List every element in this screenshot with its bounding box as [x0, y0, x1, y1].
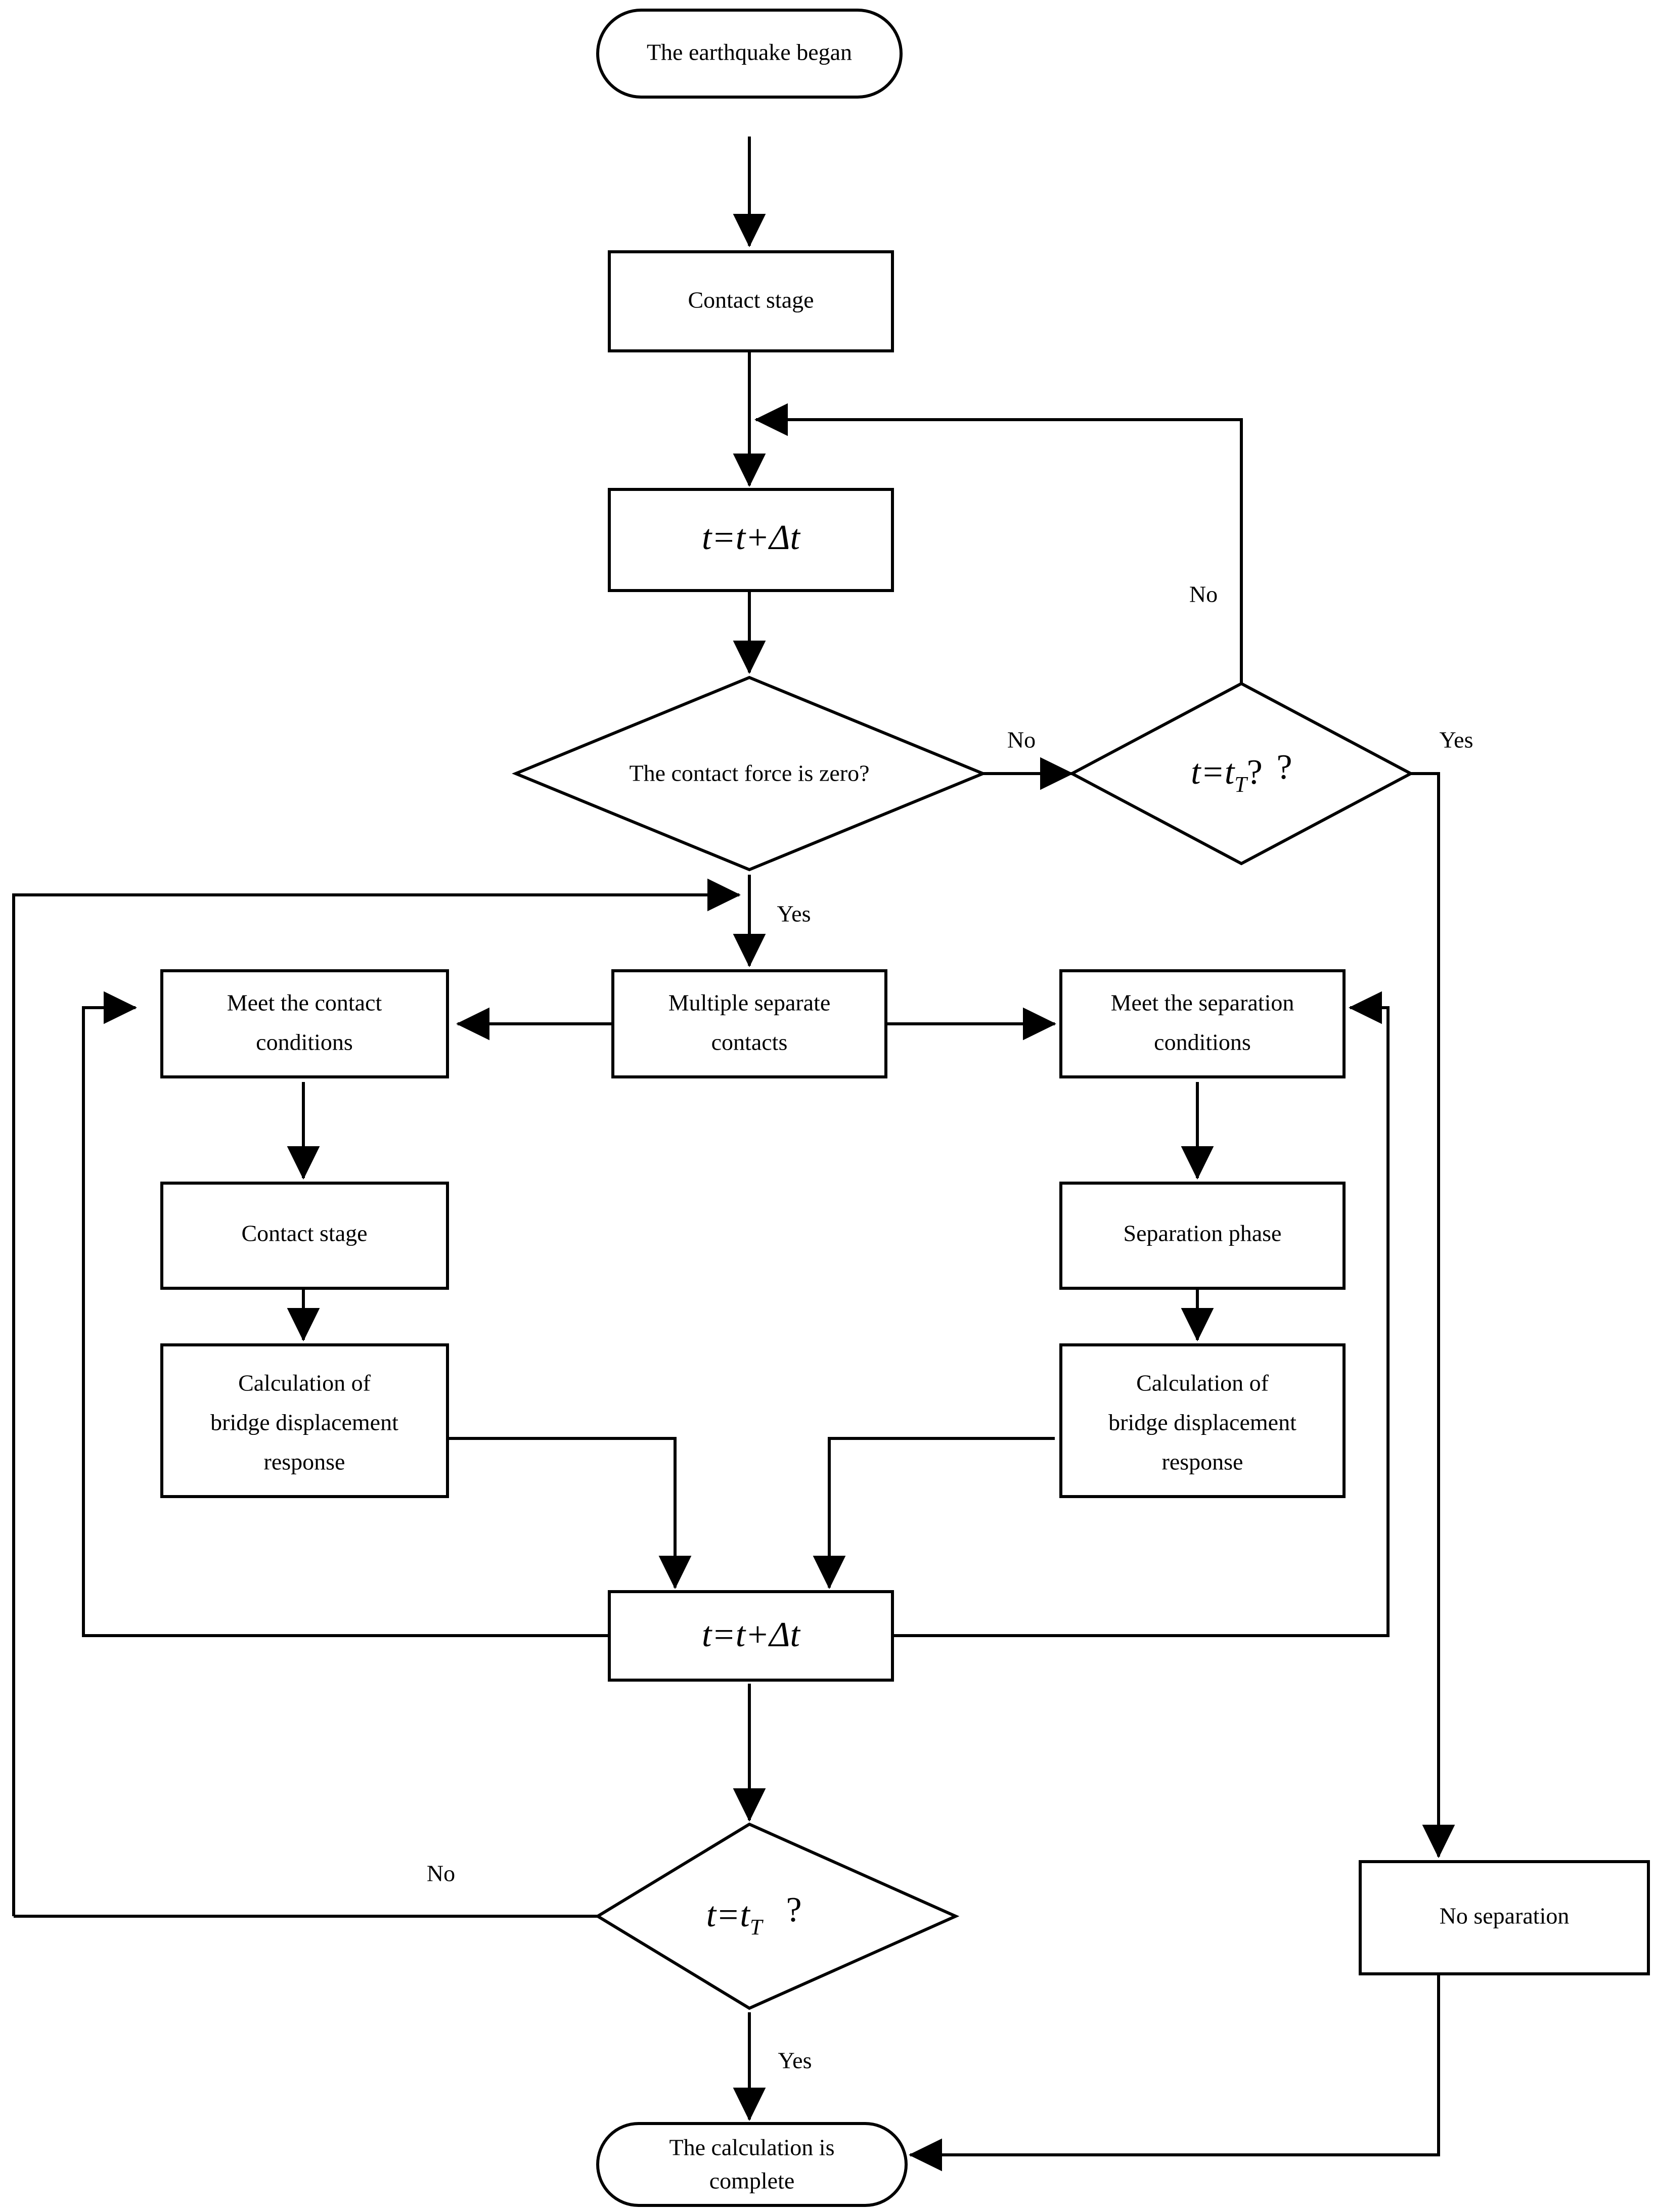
node-meet-separation-conditions-line1: Meet the separation [1111, 990, 1294, 1016]
node-end[interactable]: The calculation is complete [596, 2122, 908, 2207]
node-time-step-top-label: t=t+Δt [702, 518, 800, 557]
node-separation-phase-label: Separation phase [1124, 1221, 1282, 1246]
node-decision-contact-force-zero-label: The contact force is zero? [629, 760, 869, 786]
edge-label-yes-force-zero: Yes [777, 901, 811, 927]
node-meet-contact-conditions-line2: conditions [256, 1029, 353, 1055]
node-no-separation-label: No separation [1440, 1903, 1570, 1929]
edge-no-time-top-loopback [754, 403, 1243, 724]
node-calc-left-line2: bridge displacement [210, 1410, 398, 1435]
edge-calc-right-to-time-step-bottom [813, 1437, 1055, 1589]
node-decision-time-bottom-label: t=tT [706, 1895, 764, 1939]
node-calc-left-line1: Calculation of [238, 1370, 371, 1396]
edge-label-no-time-bottom: No [427, 1861, 455, 1886]
edge-bottom-no-return-to-yes-junction [12, 878, 741, 1916]
node-decision-time-top[interactable]: t=tT? ? [1068, 682, 1414, 866]
node-meet-contact-conditions[interactable]: Meet the contact conditions [160, 969, 449, 1078]
node-end-line1: The calculation is [669, 2135, 835, 2160]
node-contact-stage-mid-label: Contact stage [241, 1221, 367, 1246]
node-no-separation[interactable]: No separation [1359, 1860, 1650, 1975]
node-time-step-bottom[interactable]: t=t+Δt [608, 1590, 894, 1682]
edge-no-separation-to-end [909, 1974, 1440, 2172]
node-calc-left-line3: response [264, 1449, 345, 1475]
edge-label-yes-time-top: Yes [1440, 727, 1473, 753]
node-calc-right-line2: bridge displacement [1108, 1410, 1296, 1435]
node-decision-time-bottom-question: ? [786, 1890, 801, 1929]
edge-calc-left-to-time-step-bottom [447, 1437, 692, 1589]
node-decision-time-bottom[interactable]: t=tT ? [595, 1822, 960, 2010]
node-contact-stage-top[interactable]: Contact stage [608, 250, 894, 352]
node-multiple-separate-contacts-line1: Multiple separate [668, 990, 831, 1016]
node-calc-right-line3: response [1162, 1449, 1243, 1475]
node-separation-phase[interactable]: Separation phase [1059, 1182, 1346, 1290]
node-meet-separation-conditions[interactable]: Meet the separation conditions [1059, 969, 1346, 1078]
node-calc-right-line1: Calculation of [1136, 1370, 1269, 1396]
node-calc-left[interactable]: Calculation of bridge displacement respo… [160, 1343, 449, 1498]
node-multiple-separate-contacts-line2: contacts [711, 1029, 788, 1055]
node-meet-contact-conditions-line1: Meet the contact [227, 990, 382, 1016]
edge-label-no-time-top: No [1189, 581, 1218, 607]
edge-yes-time-top [1411, 772, 1455, 1858]
node-end-line2: complete [709, 2168, 795, 2194]
node-decision-time-top-label: t=tT? [1191, 753, 1263, 797]
node-time-step-top[interactable]: t=t+Δt [608, 488, 894, 592]
node-start-label: The earthquake began [647, 39, 852, 65]
node-calc-right[interactable]: Calculation of bridge displacement respo… [1059, 1343, 1346, 1498]
node-multiple-separate-contacts[interactable]: Multiple separate contacts [611, 969, 887, 1078]
node-meet-separation-conditions-line2: conditions [1154, 1029, 1251, 1055]
node-start[interactable]: The earthquake began [596, 9, 903, 99]
edge-label-no-force-zero: No [1007, 727, 1036, 753]
edge-time-step-bottom-to-meet-separation-loop [890, 991, 1390, 1637]
edge-time-step-bottom-to-meet-contact-loop [82, 991, 609, 1637]
node-decision-time-top-question: ? [1276, 748, 1292, 787]
edge-label-yes-time-bottom: Yes [778, 2048, 812, 2073]
node-time-step-bottom-label: t=t+Δt [702, 1615, 800, 1654]
node-contact-stage-top-label: Contact stage [688, 287, 814, 313]
node-contact-stage-mid[interactable]: Contact stage [160, 1182, 449, 1290]
node-decision-contact-force-zero[interactable]: The contact force is zero? [512, 675, 987, 872]
